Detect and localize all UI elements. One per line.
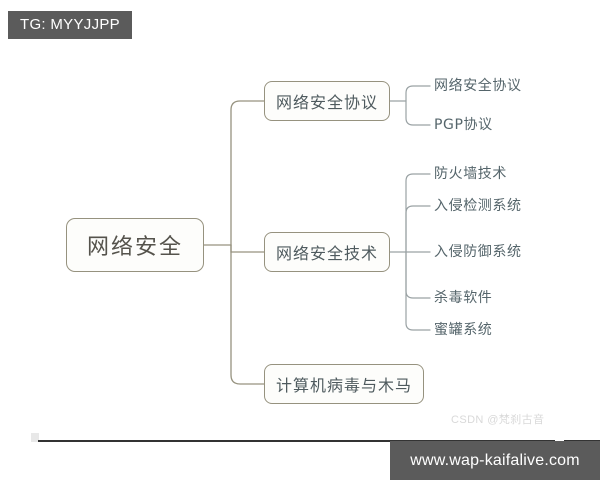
mindmap-leaf-node[interactable]: 入侵检测系统 [434,198,522,214]
connector-branch-1-leaf-3 [405,251,431,299]
connector-root-to-branch-2 [230,244,265,385]
mindmap-branch-node-computer-viruses-and-trojans[interactable]: 计算机病毒与木马 [264,364,424,404]
connector-branch-1-leaf-0 [405,173,431,253]
connector-branch-1-leaf-4 [405,251,431,331]
connector-branch-1-leaf-1 [405,205,431,253]
mindmap-leaf-node[interactable]: 蜜罐系统 [434,322,493,338]
connector-root-to-branch-1 [230,244,265,253]
mindmap-branch-node-network-security-technologies[interactable]: 网络安全技术 [264,232,390,272]
vertical-scrollbar-track[interactable] [555,28,564,441]
mindmap-leaf-node[interactable]: 网络安全协议 [434,78,522,94]
connector-branch-0-leaf-1 [405,100,431,126]
connector-branch-0-leaf-0 [405,85,431,102]
mindmap-leaf-node[interactable]: 防火墙技术 [434,166,507,182]
mindmap-root-node[interactable]: 网络安全 [66,218,204,272]
mindmap-branch-node-network-security-protocols[interactable]: 网络安全协议 [264,81,390,121]
page-bottom-rule [38,440,600,442]
tg-watermark-badge: TG: MYYJJPP [8,11,132,39]
csdn-watermark: CSDN @梵刹古音 [451,414,545,426]
connector-root-to-branch-0 [230,100,265,246]
mindmap-leaf-node[interactable]: PGP协议 [434,117,493,133]
url-watermark-banner: www.wap-kaifalive.com [390,441,600,480]
mindmap-leaf-node[interactable]: 杀毒软件 [434,290,493,306]
mindmap-leaf-node[interactable]: 入侵防御系统 [434,244,522,260]
page-rule-nub [31,433,39,442]
